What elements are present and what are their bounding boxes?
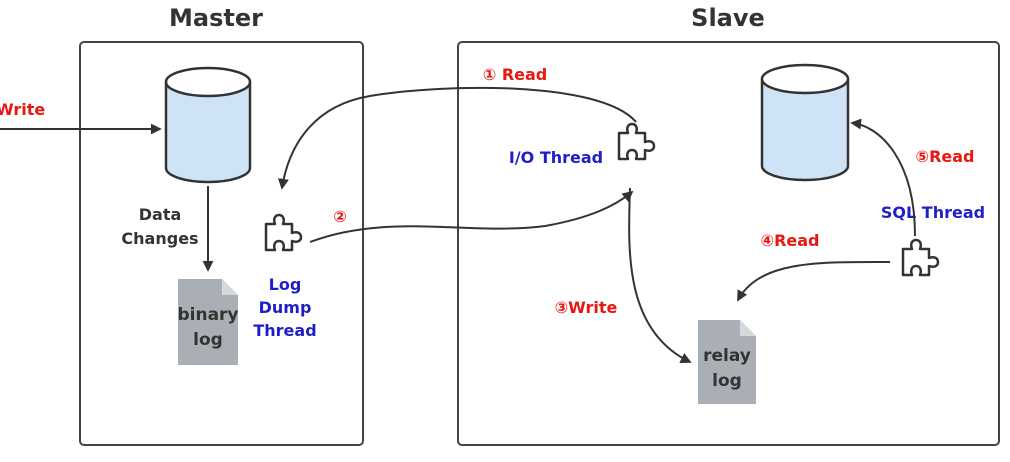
log-dump-thread-label-line2: Dump [259,298,312,317]
log-dump-thread-label-line3: Thread [253,321,316,340]
slave-title: Slave [691,4,765,32]
master-box [79,41,364,446]
step3-write-arrow [628,187,692,363]
io-thread-label: I/O Thread [509,148,603,167]
document-icon [698,320,756,404]
document-icon [178,279,238,365]
master-title: Master [169,4,263,32]
relay-log-label-line1: relay [703,346,751,366]
write-label: Write [0,100,45,119]
step1-read-label: ① Read [483,65,548,84]
database-icon [164,66,252,184]
relay-log-label-line2: log [712,371,742,391]
step2-label: ② [333,207,347,226]
database-icon [760,63,850,182]
step2-arrow [309,190,634,243]
puzzle-piece-icon [617,122,656,161]
puzzle-piece-icon [264,213,303,252]
binary-log-label-line1: binary [177,305,238,325]
log-dump-thread-label-line1: Log [269,275,302,294]
binary-log-label-line2: log [193,330,223,350]
step5-read-label: ⑤Read [916,147,975,166]
step4-read-arrow [737,260,891,302]
slave-box [457,41,1000,446]
step5-read-arrow [850,118,916,237]
puzzle-piece-icon [901,238,940,277]
data-changes-label-line1: Data [139,205,182,224]
step4-read-label: ④Read [761,231,820,250]
sql-thread-label: SQL Thread [881,203,985,222]
step3-write-label: ③Write [555,298,618,317]
step1-read-arrow [278,86,637,190]
data-changes-label-line2: Changes [121,229,198,248]
